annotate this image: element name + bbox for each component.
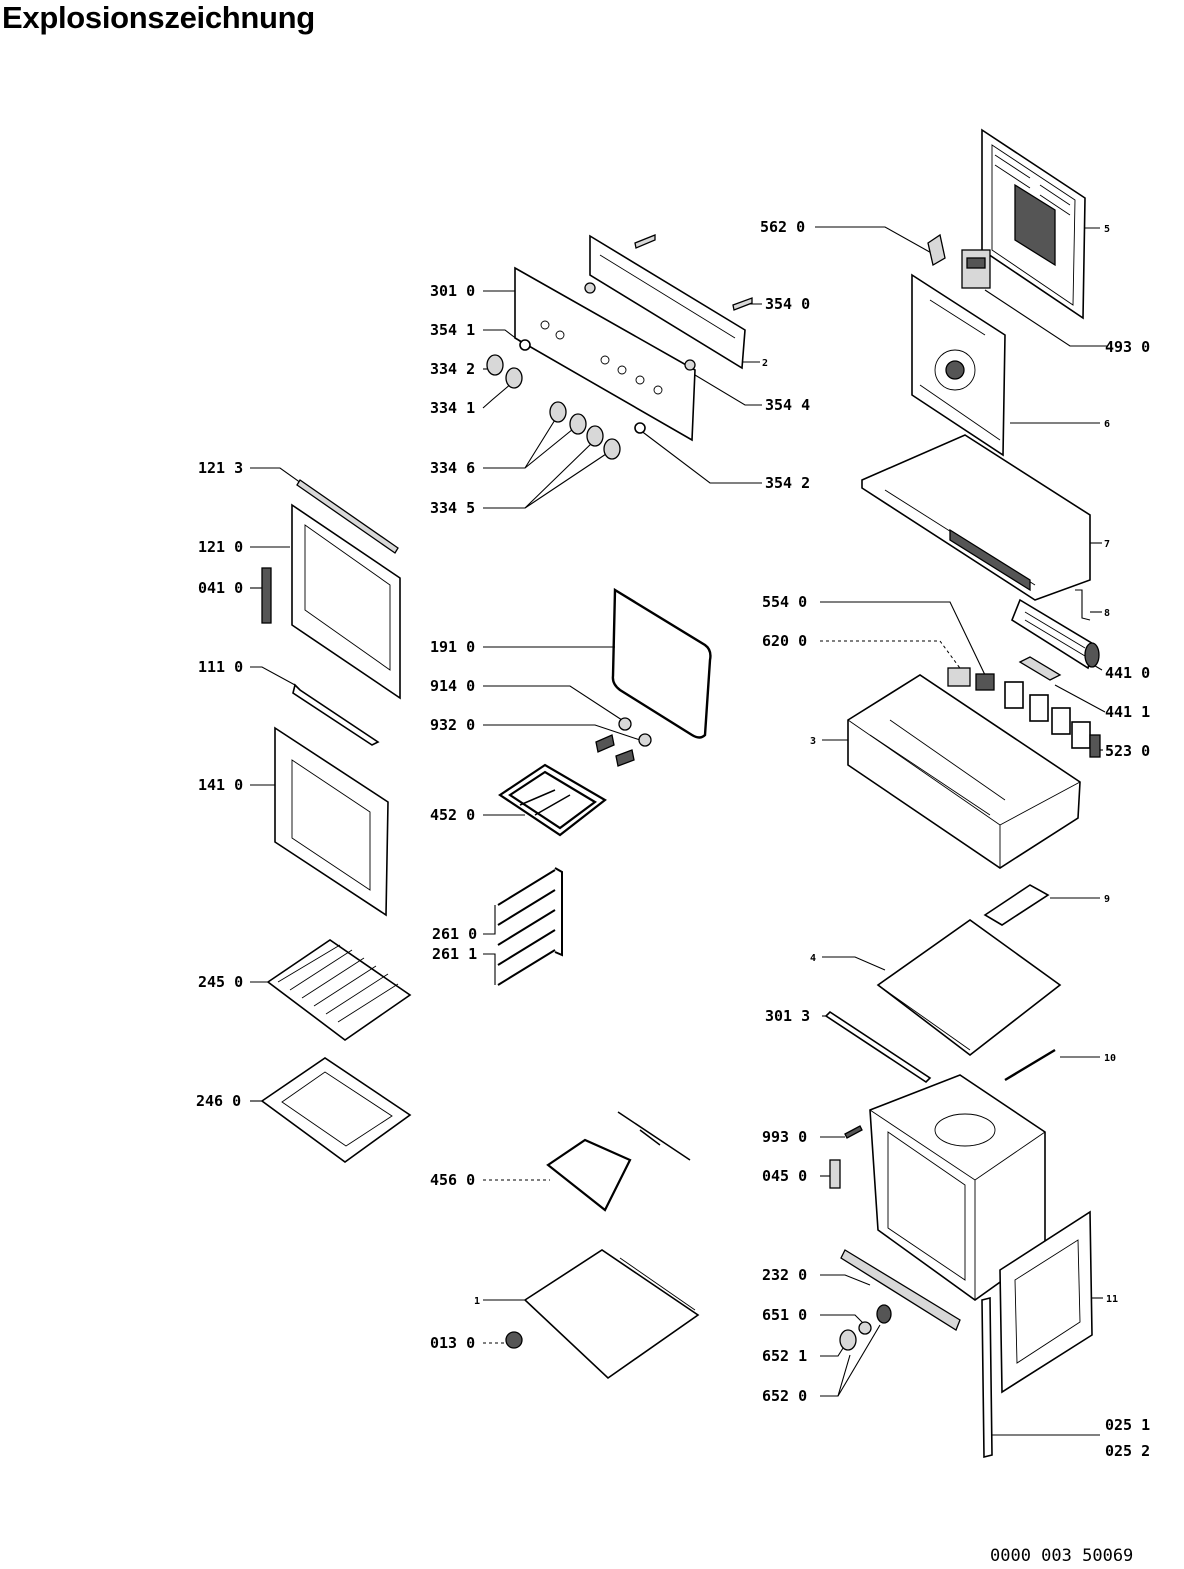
part-plate-4 (876, 919, 1062, 1057)
part-bracket-5620 (927, 233, 946, 267)
part-rail-2320 (840, 1249, 961, 1331)
part-heating-element-4520 (498, 763, 607, 837)
part-door-frame-1210 (291, 503, 401, 700)
label-2450: 245 0 (198, 973, 243, 991)
part-springs-9320 (595, 734, 635, 767)
page-title: Explosionszeichnung (2, 0, 315, 35)
part-wire-shelf-2450 (266, 939, 412, 1041)
label-1110: 111 0 (198, 658, 243, 676)
part-fan-4410 (1011, 598, 1100, 670)
label-1: 1 (474, 1296, 480, 1307)
label-1213: 121 3 (198, 459, 243, 477)
part-clip-8 (1075, 589, 1091, 621)
label-2610: 261 0 (432, 925, 477, 943)
leader-lines (250, 226, 1108, 1436)
part-bracket-9 (983, 884, 1050, 926)
label-9140: 914 0 (430, 677, 475, 695)
label-9320: 932 0 (430, 716, 475, 734)
part-rear-panel-5 (981, 128, 1086, 320)
part-hinge-0410 (261, 567, 272, 624)
part-oven-cavity (869, 1074, 1046, 1301)
label-10: 10 (1104, 1053, 1116, 1064)
label-6: 6 (1104, 419, 1110, 430)
part-baking-tray-2460 (260, 1057, 412, 1163)
label-5620: 562 0 (760, 218, 805, 236)
label-3540: 354 0 (765, 295, 810, 313)
label-3345: 334 5 (430, 499, 475, 517)
label-3544: 354 4 (765, 396, 810, 414)
part-gasket-1910 (611, 587, 712, 739)
part-top-cover-7 (861, 434, 1091, 601)
label-4560: 456 0 (430, 1171, 475, 1189)
part-switches-554-620 (947, 667, 995, 691)
label-1910: 191 0 (430, 638, 475, 656)
part-side-panel-11 (999, 1210, 1093, 1394)
label-8: 8 (1104, 608, 1110, 619)
part-door-seal-1213 (296, 479, 399, 554)
part-side-racks-2610 (497, 867, 563, 986)
part-bottom-cover-1 (523, 1249, 700, 1380)
label-0450: 045 0 (762, 1167, 807, 1185)
label-0252: 025 2 (1105, 1442, 1150, 1460)
label-4930: 493 0 (1105, 338, 1150, 356)
label-3346: 334 6 (430, 459, 475, 477)
label-3013: 301 3 (765, 1007, 810, 1025)
part-side-strip-025 (981, 1296, 993, 1459)
document-number: 0000 003 50069 (990, 1546, 1134, 1566)
label-0251: 025 1 (1105, 1416, 1150, 1434)
label-4520: 452 0 (430, 806, 475, 824)
label-4410: 441 0 (1105, 664, 1150, 682)
label-6521: 652 1 (762, 1347, 807, 1365)
label-9: 9 (1104, 894, 1110, 905)
part-rail-3013 (824, 1010, 932, 1084)
part-control-housing-3 (847, 674, 1081, 869)
part-control-panel-3010 (514, 266, 696, 442)
label-4411: 441 1 (1105, 703, 1150, 721)
part-lamp-holder-0450 (829, 1159, 841, 1189)
part-screw-9930 (844, 1125, 863, 1139)
label-5540: 554 0 (762, 593, 807, 611)
part-foot-0130 (505, 1331, 523, 1349)
label-2460: 246 0 (196, 1092, 241, 1110)
part-terminal-4411 (1018, 656, 1062, 681)
label-2: 2 (762, 358, 768, 369)
label-0130: 013 0 (430, 1334, 475, 1352)
label-4: 4 (810, 953, 816, 964)
label-0410: 041 0 (198, 579, 243, 597)
label-2320: 232 0 (762, 1266, 807, 1284)
label-3341: 334 1 (430, 399, 475, 417)
label-11: 11 (1106, 1294, 1118, 1305)
part-rod-10 (1004, 1048, 1056, 1082)
label-3: 3 (810, 736, 816, 747)
label-2611: 261 1 (432, 945, 477, 963)
label-6510: 651 0 (762, 1306, 807, 1324)
part-switch-block-5230 (1004, 681, 1101, 758)
label-3542: 354 2 (765, 474, 810, 492)
part-bottom-element-4560 (546, 1111, 691, 1212)
label-5: 5 (1104, 224, 1110, 235)
label-1410: 141 0 (198, 776, 243, 794)
label-5230: 523 0 (1105, 742, 1150, 760)
part-nuts-9140 (618, 717, 652, 747)
part-caps-354 (519, 282, 696, 434)
label-6520: 652 0 (762, 1387, 807, 1405)
label-6200: 620 0 (762, 632, 807, 650)
callout-labels: 562 0 5 301 0 354 0 493 0 354 1 334 2 2 … (196, 218, 1150, 1460)
part-knobs-334 (486, 354, 621, 460)
part-outer-door-1410 (274, 726, 389, 917)
label-1210: 121 0 (198, 538, 243, 556)
part-panel-bracket-2 (589, 234, 753, 370)
label-3541: 354 1 (430, 321, 475, 339)
part-motor-4930 (961, 249, 991, 289)
label-3010: 301 0 (430, 282, 475, 300)
label-9930: 993 0 (762, 1128, 807, 1146)
label-3342: 334 2 (430, 360, 475, 378)
label-7: 7 (1104, 539, 1110, 550)
part-fan-plate-6 (911, 273, 1006, 457)
part-lamp-6510 (858, 1304, 892, 1335)
part-lamp-cover-652 (839, 1329, 857, 1351)
part-handle-1110 (292, 683, 380, 746)
